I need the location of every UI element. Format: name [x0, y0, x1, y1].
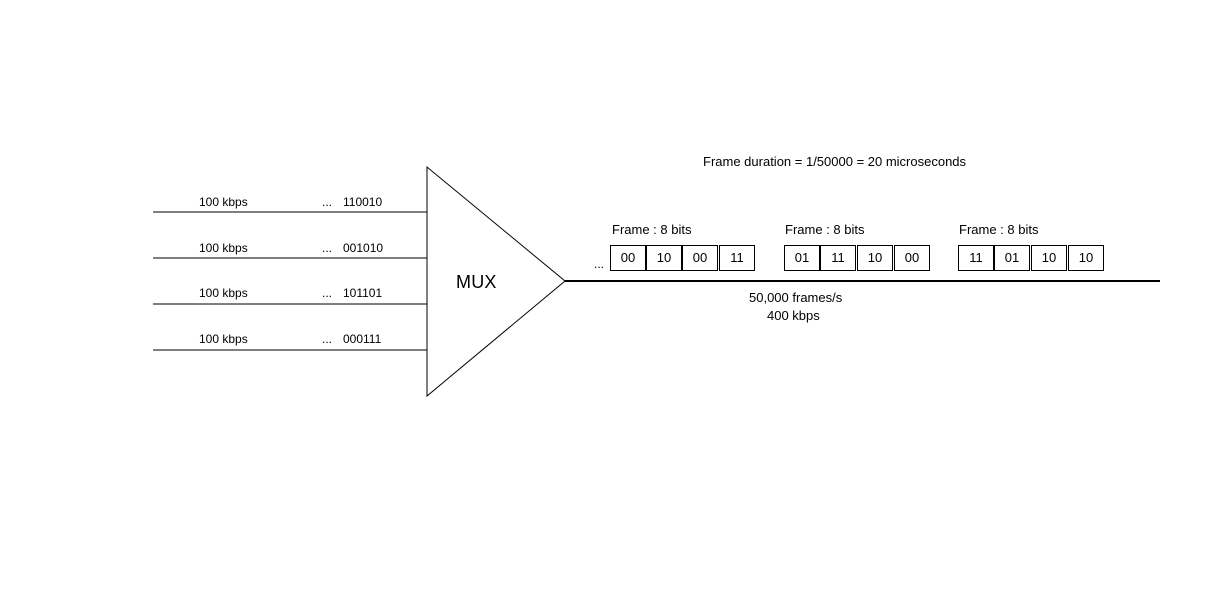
frame-label-3: Frame : 8 bits: [959, 222, 1039, 237]
output-frame-rate: 50,000 frames/s: [749, 290, 843, 305]
input-bits-1: 110010: [343, 195, 383, 209]
input-ellipsis-2: ...: [322, 241, 333, 255]
mux-triangle: [426, 165, 566, 398]
frame-1-slot-3: 00: [682, 245, 718, 271]
frame-2-slot-3: 10: [857, 245, 893, 271]
frame-3-slot-1: 11: [958, 245, 994, 271]
frame-1-slot-2: 10: [646, 245, 682, 271]
frame-label-2: Frame : 8 bits: [785, 222, 865, 237]
input-rate-label-2: 100 kbps: [199, 241, 248, 255]
input-bits-3: 101101: [343, 286, 383, 300]
input-ellipsis-1: ...: [322, 195, 333, 209]
frame-1-slot-1: 00: [610, 245, 646, 271]
frame-2-slot-4: 00: [894, 245, 930, 271]
frame-1-slot-4: 11: [719, 245, 755, 271]
output-ellipsis: ...: [594, 257, 605, 271]
input-bits-4: 000111: [343, 332, 382, 346]
mux-label: MUX: [456, 272, 497, 292]
frame-3-slot-4: 10: [1068, 245, 1104, 271]
input-bits-2: 001010: [343, 241, 384, 255]
frame-2-slot-1: 01: [784, 245, 820, 271]
output-bit-rate: 400 kbps: [767, 308, 820, 323]
frame-3-slot-2: 01: [994, 245, 1030, 271]
input-ellipsis-4: ...: [322, 332, 333, 346]
input-rate-label-3: 100 kbps: [199, 286, 248, 300]
input-ellipsis-3: ...: [322, 286, 333, 300]
frame-label-1: Frame : 8 bits: [612, 222, 692, 237]
input-rate-label-1: 100 kbps: [199, 195, 248, 209]
frame-duration-label: Frame duration = 1/50000 = 20 microsecon…: [703, 154, 967, 169]
frame-3-slot-3: 10: [1031, 245, 1067, 271]
input-rate-label-4: 100 kbps: [199, 332, 248, 346]
frame-2-slot-2: 11: [820, 245, 856, 271]
